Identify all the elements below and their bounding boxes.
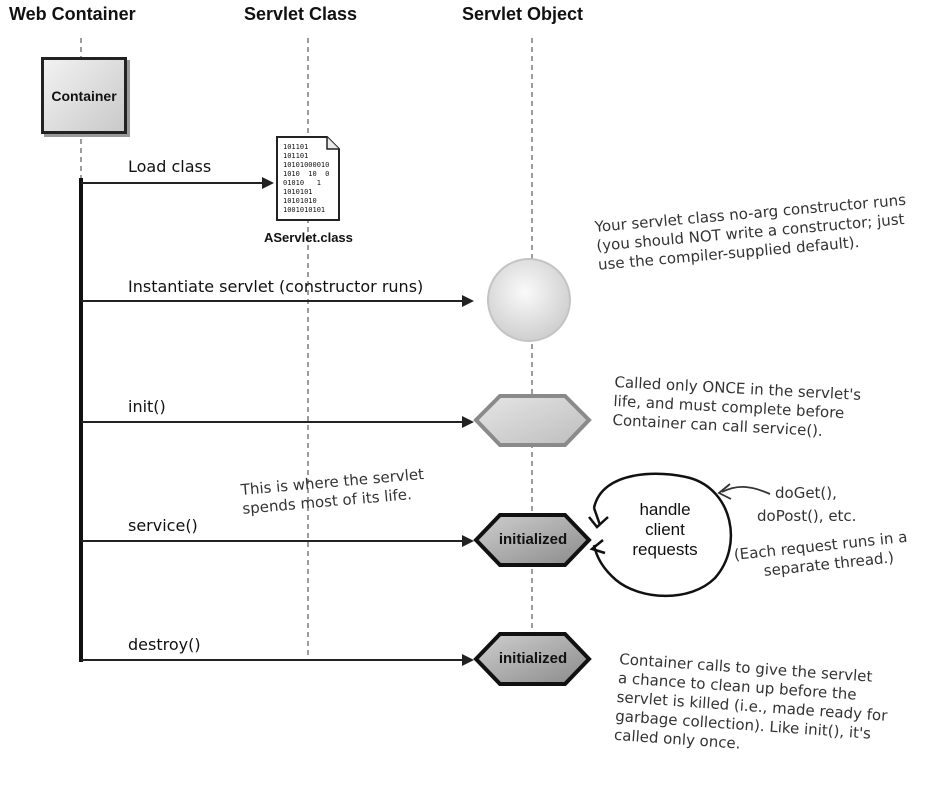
- class-file-bit-line: 101101: [283, 152, 309, 160]
- instantiate-label: Instantiate servlet (constructor runs): [128, 277, 424, 296]
- class-file-bit-line: 01010 1: [283, 179, 321, 187]
- do-methods-note-2: doPost(), etc.: [757, 507, 857, 525]
- destroy-note: Container calls to give the servlet a ch…: [613, 650, 888, 753]
- init-label: init(): [128, 397, 166, 416]
- class-file-bit-line: 1010 10 0: [283, 170, 330, 178]
- class-file-bit-line: 1001010101: [283, 206, 326, 214]
- request-bubble-text: handle client requests: [632, 500, 698, 559]
- web-container-header: Web Container: [9, 4, 136, 24]
- init-hexagon: [473, 394, 592, 447]
- service-hexagon: [473, 513, 592, 567]
- class-file-bit-line: 1010101: [283, 188, 313, 196]
- service-state-label: initialized: [498, 531, 568, 548]
- do-methods-note: doGet(),: [775, 484, 837, 502]
- class-file-bit-line: 101101: [283, 143, 309, 151]
- uninitialized-object-circle: [487, 258, 571, 342]
- destroy-label: destroy(): [128, 635, 201, 654]
- class-file-name: AServlet.class: [264, 230, 353, 245]
- servlet-object-header: Servlet Object: [462, 4, 584, 24]
- container-box: Container: [41, 57, 127, 134]
- class-file-icon: [276, 136, 340, 221]
- destroy-hexagon: [473, 632, 592, 686]
- service-label: service(): [128, 516, 198, 535]
- destroy-state-label: initialized: [498, 650, 568, 667]
- class-file-bit-line: 10101010: [283, 197, 317, 205]
- request-bubble: [592, 472, 732, 598]
- load-class-label: Load class: [128, 157, 212, 176]
- servlet-class-header: Servlet Class: [244, 4, 358, 24]
- class-file-bit-line: 10101000010: [283, 161, 330, 169]
